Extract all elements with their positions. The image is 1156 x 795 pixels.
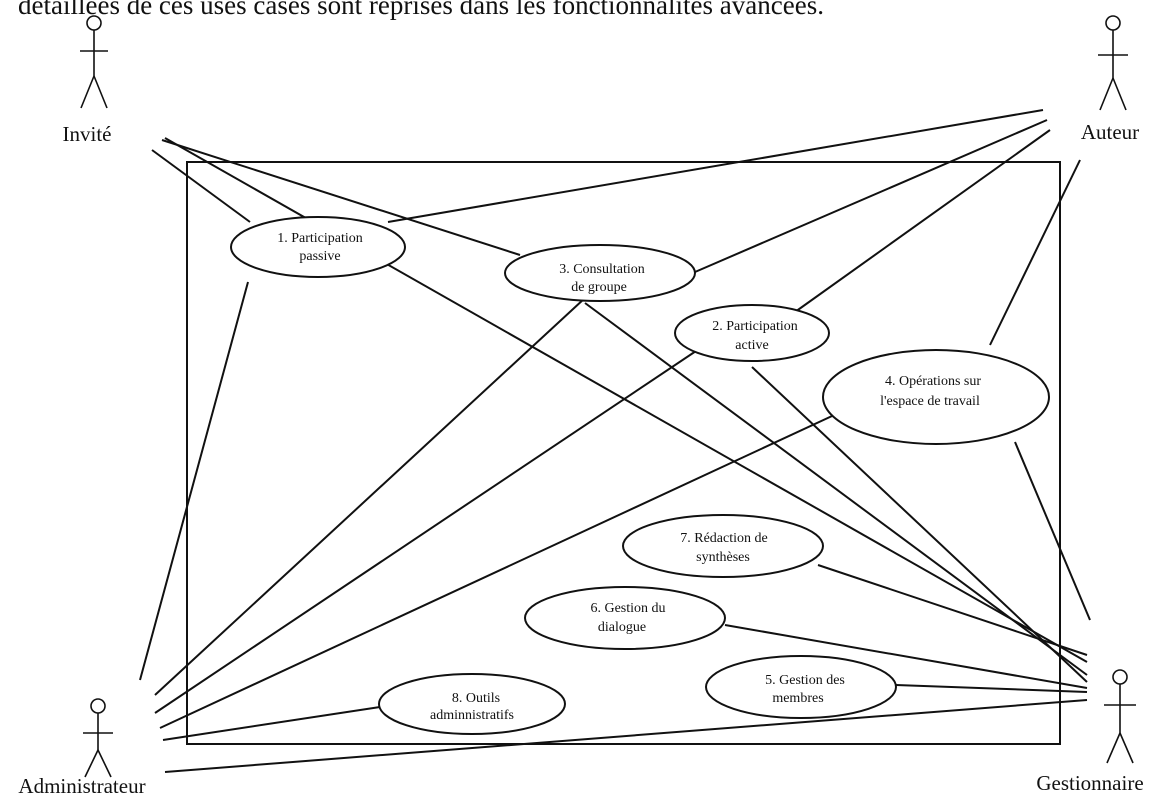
uc7-label-line2: synthèses	[696, 550, 750, 565]
assoc-auteur-uc2	[794, 129, 1051, 313]
actor-label-auteur: Auteur	[1081, 120, 1139, 144]
system-boundary	[186, 161, 1061, 745]
assoc-admin-uc2	[154, 344, 706, 714]
uc3-label-line1: 3. Consultation	[559, 262, 645, 277]
assoc-invite-uc1	[151, 149, 251, 223]
uc3-ellipse	[504, 244, 696, 302]
actor-label-invite: Invité	[63, 122, 112, 146]
actor-auteur: Auteur	[1081, 15, 1139, 144]
uc6-label-line2: dialogue	[598, 620, 646, 635]
uc4-ellipse	[822, 349, 1050, 445]
uc6-ellipse	[524, 586, 726, 650]
stick-figure-icon	[1104, 669, 1136, 764]
use-case-uc2: 2. Participation active	[674, 304, 830, 362]
actor-gestionnaire: Gestionnaire	[1036, 669, 1144, 795]
assoc-gest-uc7	[817, 564, 1088, 656]
assoc-gest-uc3	[584, 302, 1088, 676]
stick-figure-icon	[83, 698, 113, 778]
uc2-ellipse	[674, 304, 830, 362]
uc4-label-line2: l'espace de travail	[880, 394, 980, 409]
assoc-gest-uc6	[724, 624, 1088, 689]
uc7-label-line1: 7. Rédaction de	[680, 531, 767, 546]
use-case-uc6: 6. Gestion du dialogue	[524, 586, 726, 650]
assoc-gest-uc5	[895, 684, 1088, 693]
uc1-ellipse	[230, 216, 406, 278]
uc5-label-line1: 5. Gestion des	[765, 673, 845, 688]
assoc-auteur-uc4	[989, 159, 1081, 346]
stick-figure-icon	[1098, 15, 1128, 111]
uc3-label-line2: de groupe	[571, 280, 627, 295]
uc7-ellipse	[622, 514, 824, 578]
assoc-admin-uc1	[139, 281, 249, 681]
assoc-invite-uc3	[161, 139, 521, 256]
uc8-ellipse	[378, 673, 566, 735]
actor-label-administrateur: Administrateur	[18, 774, 145, 795]
uc4-label-line1: 4. Opérations sur	[885, 374, 981, 389]
actor-invite: Invité	[63, 15, 112, 146]
assoc-auteur-uc3	[694, 119, 1048, 273]
uc1-label-line2: passive	[299, 249, 340, 264]
uc8-label-line2: adminnistratifs	[430, 708, 514, 723]
uc8-label-line1: 8. Outils	[452, 691, 500, 706]
assoc-gest-uc2	[751, 366, 1088, 683]
uc2-label-line1: 2. Participation	[712, 319, 798, 334]
header-text: détaillées de ces uses cases sont repris…	[18, 0, 824, 20]
stick-figure-icon	[80, 15, 108, 109]
uc1-label-line1: 1. Participation	[277, 231, 363, 246]
assoc-admin-uc4	[159, 409, 846, 729]
use-case-uc7: 7. Rédaction de synthèses	[622, 514, 824, 578]
use-case-uc3: 3. Consultation de groupe	[504, 244, 696, 302]
use-case-uc8: 8. Outils adminnistratifs	[378, 673, 566, 735]
actor-label-gestionnaire: Gestionnaire	[1036, 771, 1143, 795]
actor-administrateur: Administrateur	[18, 698, 146, 795]
uc5-ellipse	[705, 655, 897, 719]
use-case-uc1: 1. Participation passive	[230, 216, 406, 278]
uc6-label-line1: 6. Gestion du	[590, 601, 665, 616]
assoc-gest-uc4	[1014, 441, 1091, 621]
uc2-label-line2: active	[735, 338, 768, 353]
uc5-label-line2: membres	[772, 691, 823, 706]
assoc-admin-gestionnaire	[164, 699, 1088, 773]
use-case-uc4: 4. Opérations sur l'espace de travail	[822, 349, 1050, 445]
assoc-admin-uc3	[154, 297, 586, 696]
use-case-uc5: 5. Gestion des membres	[705, 655, 897, 719]
assoc-auteur-uc1	[387, 109, 1044, 223]
assoc-admin-uc8	[162, 706, 381, 741]
